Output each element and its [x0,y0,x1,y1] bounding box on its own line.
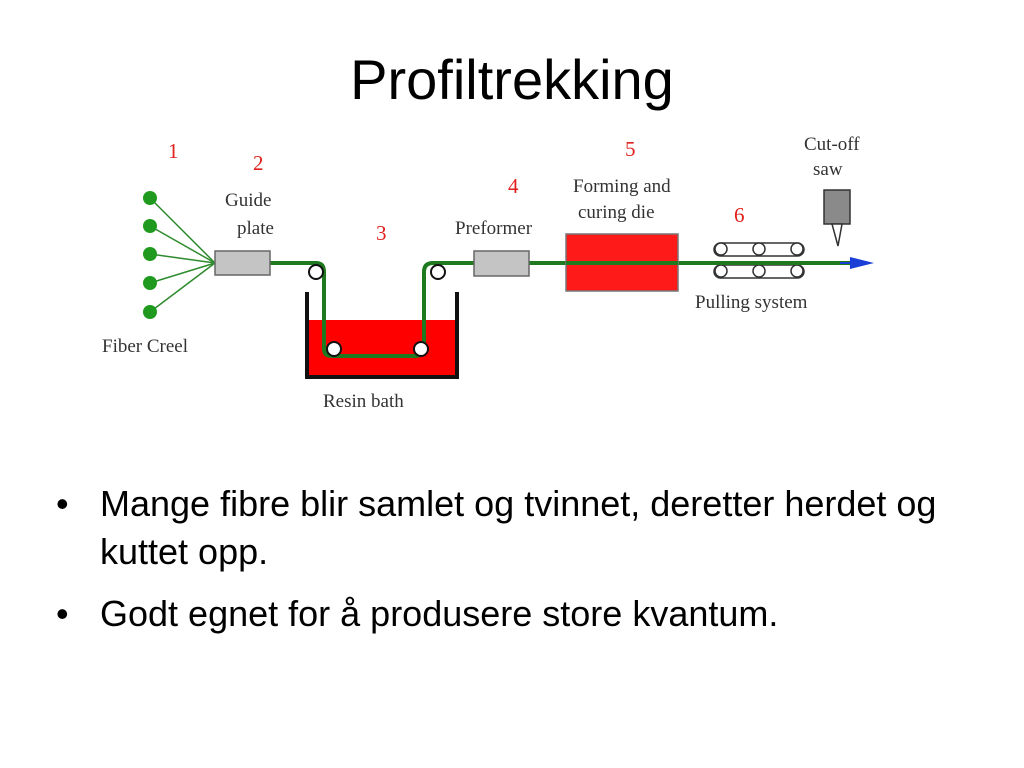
bullet-text: Mange fibre blir samlet og tvinnet, dere… [100,483,937,572]
spool [143,219,157,233]
pultrusion-diagram: 1 2 3 4 5 6 Fiber Creel Guide plate Resi… [102,134,874,412]
label-guide-plate-line2: plate [237,218,274,239]
cutoff-saw [823,189,851,247]
bullet-marker: • [56,593,69,634]
bullet-text: Godt egnet for å produsere store kvantum… [100,593,779,634]
label-cutoff-line1: Cut-off [804,134,860,155]
slide-title: Profiltrekking [350,48,674,111]
label-resin-bath: Resin bath [323,391,404,412]
bullet-marker: • [56,483,69,524]
roller [326,341,342,357]
bullet-item: • Godt egnet for å produsere store kvant… [56,590,986,638]
roller [308,264,324,280]
spool [143,191,157,205]
preformer [473,250,530,277]
label-fiber-creel: Fiber Creel [102,336,188,357]
step-number: 1 [168,139,179,163]
label-preformer: Preformer [455,218,533,239]
guide-plate [214,250,271,276]
step-number: 5 [625,137,636,161]
bullet-list: • Mange fibre blir samlet og tvinnet, de… [56,480,986,652]
label-forming-line2: curing die [578,202,655,223]
step-number: 3 [376,221,387,245]
step-number: 6 [734,203,745,227]
roller [430,264,446,280]
label-forming-line1: Forming and [573,176,671,197]
spool [143,247,157,261]
fiber-path [215,261,850,358]
resin-bath [305,292,459,379]
spool [143,305,157,319]
label-pulling-system: Pulling system [695,292,808,313]
pulling-system [713,242,805,279]
label-guide-plate-line1: Guide [225,190,271,211]
spool [143,276,157,290]
step-number: 4 [508,174,519,198]
roller [413,341,429,357]
bullet-item: • Mange fibre blir samlet og tvinnet, de… [56,480,986,576]
label-cutoff-line2: saw [813,159,843,180]
fiber-creel [143,191,216,319]
step-number: 2 [253,151,264,175]
arrow-head [850,257,874,269]
